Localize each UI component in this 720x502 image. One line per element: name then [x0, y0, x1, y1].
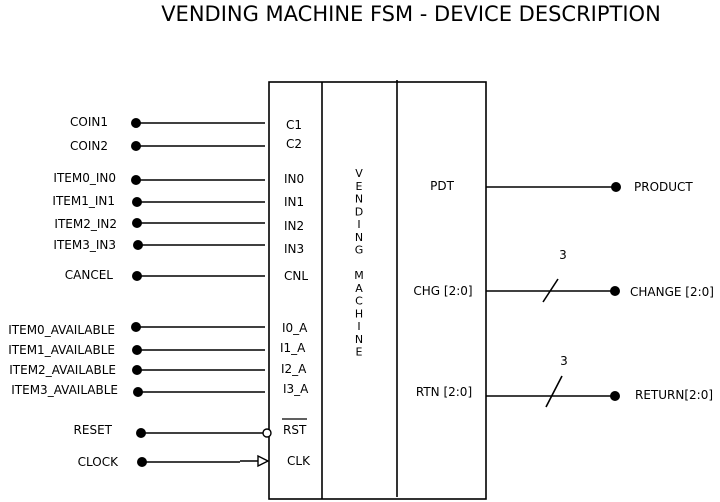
output-node [611, 182, 621, 192]
input-pin-label: IN2 [284, 219, 304, 233]
input-pin-label: I3_A [283, 382, 309, 396]
output-node [610, 391, 620, 401]
input-signal-label: ITEM1_IN1 [52, 194, 115, 208]
input-signal-label: ITEM1_AVAILABLE [8, 343, 115, 357]
input-item0-available: ITEM0_AVAILABLE I0_A [8, 321, 308, 337]
input-pin-label: CLK [287, 454, 311, 468]
output-product: PDT PRODUCT [430, 179, 693, 194]
input-signal-label: CLOCK [78, 455, 119, 469]
input-pin-label: C1 [286, 118, 302, 132]
input-cancel: CANCEL CNL [65, 268, 309, 283]
input-pin-label: I1_A [280, 341, 306, 355]
clock-edge-icon [257, 454, 270, 468]
output-node [610, 286, 620, 296]
input-signal-label: COIN2 [70, 139, 108, 153]
input-item3-available: ITEM3_AVAILABLE I3_A [11, 382, 309, 397]
input-pin-label: I2_A [281, 362, 307, 376]
output-signal-label: PRODUCT [634, 180, 693, 194]
bus-slash [542, 278, 559, 303]
output-pin-label: RTN [2:0] [416, 385, 472, 399]
output-pin-label: PDT [430, 179, 454, 193]
output-pin-label: CHG [2:0] [413, 284, 472, 298]
input-pin-label: C2 [286, 137, 302, 151]
input-signal-label: RESET [74, 423, 113, 437]
input-item2-available: ITEM2_AVAILABLE I2_A [9, 362, 307, 377]
input-signal-label: ITEM3_IN3 [53, 238, 116, 252]
output-change: CHG [2:0] 3 CHANGE [2:0] [413, 248, 714, 303]
input-signal-label: ITEM2_IN2 [54, 217, 117, 231]
output-signal-label: RETURN[2:0] [635, 388, 713, 402]
input-pin-label: RST [283, 423, 307, 437]
output-return: RTN [2:0] 3 RETURN[2:0] [416, 354, 713, 408]
input-signal-label: ITEM3_AVAILABLE [11, 383, 118, 397]
input-pin-label: IN3 [284, 242, 304, 256]
input-signal-label: ITEM0_AVAILABLE [8, 323, 115, 337]
input-signal-label: ITEM0_IN0 [53, 171, 116, 185]
input-clock: CLOCK CLK [78, 454, 311, 469]
input-reset: RESET RST [74, 418, 307, 438]
input-coin2: COIN2 C2 [70, 137, 302, 153]
bus-width-label: 3 [560, 354, 568, 368]
input-pin-label: IN0 [284, 172, 304, 186]
input-pin-label: I0_A [282, 321, 308, 335]
input-item1-available: ITEM1_AVAILABLE I1_A [8, 341, 306, 357]
input-item3-in3: ITEM3_IN3 IN3 [53, 238, 304, 256]
input-pin-label: CNL [284, 269, 308, 283]
active-low-bubble [262, 428, 272, 438]
output-signal-label: CHANGE [2:0] [630, 285, 714, 299]
bus-slash [545, 375, 563, 408]
input-item2-in2: ITEM2_IN2 IN2 [54, 217, 304, 233]
input-signal-label: ITEM2_AVAILABLE [9, 363, 116, 377]
input-coin1: COIN1 C1 [70, 115, 302, 132]
bus-width-label: 3 [559, 248, 567, 262]
input-item1-in1: ITEM1_IN1 IN1 [52, 194, 304, 209]
input-signal-label: CANCEL [65, 268, 114, 282]
input-item0-in0: ITEM0_IN0 IN0 [53, 171, 304, 186]
input-pin-label: IN1 [284, 195, 304, 209]
diagram-title: VENDING MACHINE FSM - DEVICE DESCRIPTION [161, 2, 661, 26]
input-signal-label: COIN1 [70, 115, 108, 129]
